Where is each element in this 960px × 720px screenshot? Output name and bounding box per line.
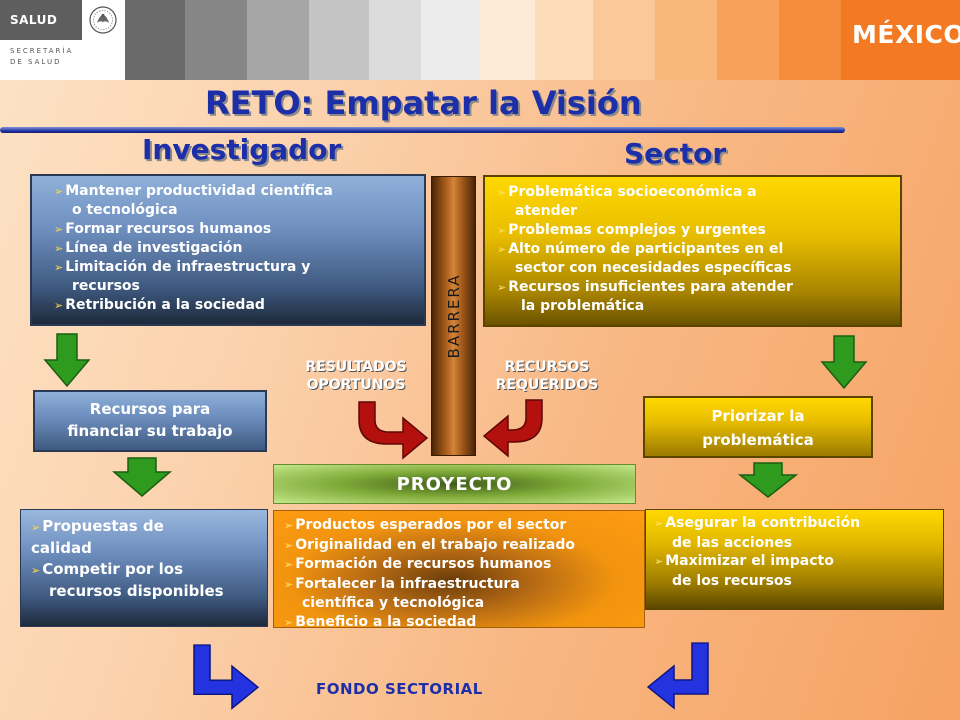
list-item-continuation: atender <box>515 203 578 219</box>
blue-bent-arrow-icon <box>193 644 260 710</box>
list-item: ➢Línea de investigación <box>54 240 243 256</box>
green-down-arrow-icon <box>737 462 799 498</box>
arrow-bullet-icon: ➢ <box>54 299 64 312</box>
list-item: ➢Alto número de participantes en el <box>497 241 784 257</box>
priorizar-box: Priorizar la problemática <box>643 396 873 458</box>
header-stripe <box>421 0 479 80</box>
proyecto-box: PROYECTO <box>273 464 636 504</box>
sector-heading: Sector <box>624 137 727 170</box>
title-underline <box>0 127 845 133</box>
arrow-bullet-icon: ➢ <box>284 558 294 571</box>
green-down-arrow-icon <box>43 333 91 388</box>
list-item-continuation: científica y tecnológica <box>302 595 485 611</box>
arrow-bullet-icon: ➢ <box>54 223 64 236</box>
arrow-bullet-icon: ➢ <box>497 186 507 199</box>
header-stripe <box>841 0 960 80</box>
list-item: ➢Recursos insuficientes para atender <box>497 279 793 295</box>
list-item-continuation: de las acciones <box>672 534 793 551</box>
investigador-needs-box: ➢Mantener productividad científica o tec… <box>30 174 426 326</box>
arrow-bullet-icon: ➢ <box>54 261 64 274</box>
header-stripe <box>717 0 779 80</box>
salud-logo: SALUD <box>0 0 125 40</box>
header-stripe <box>655 0 717 80</box>
list-item: ➢Retribución a la sociedad <box>54 297 265 313</box>
secretaria-label: SECRETARÍA DE SALUD <box>10 47 74 66</box>
list-item: ➢Propuestas de <box>31 517 164 535</box>
page-title: RETO: Empatar la Visión <box>205 84 642 122</box>
header-stripe <box>479 0 535 80</box>
header-stripe <box>185 0 247 80</box>
list-item: ➢Originalidad en el trabajo realizado <box>284 536 576 553</box>
arrow-bullet-icon: ➢ <box>54 242 64 255</box>
header-stripe <box>369 0 421 80</box>
header-stripe <box>247 0 309 80</box>
mexico-logo: MÉXICO <box>852 20 960 49</box>
salud-label: SALUD <box>0 0 82 40</box>
arrow-bullet-icon: ➢ <box>497 281 507 294</box>
green-down-arrow-icon <box>111 457 173 497</box>
list-item: ➢Maximizar el impacto <box>654 553 834 569</box>
list-item: ➢Asegurar la contribución <box>654 515 861 531</box>
fondo-sectorial-label: FONDO SECTORIAL <box>316 680 483 698</box>
list-item: ➢Problemática socioeconómica a <box>497 184 757 200</box>
arrow-bullet-icon: ➢ <box>284 519 294 532</box>
arrow-bullet-icon: ➢ <box>284 538 294 552</box>
arrow-bullet-icon: ➢ <box>654 517 664 530</box>
list-item: ➢Formar recursos humanos <box>54 221 272 237</box>
eagle-seal-icon <box>89 6 117 34</box>
arrow-bullet-icon: ➢ <box>54 185 64 198</box>
arrow-bullet-icon: ➢ <box>497 224 507 237</box>
investigador-outcomes-box: ➢Propuestas de calidad ➢Competir por los… <box>20 509 268 627</box>
list-item: ➢Formación de recursos humanos <box>284 556 552 572</box>
blue-bent-arrow-icon <box>646 642 709 710</box>
list-item-continuation: calidad <box>31 539 92 557</box>
header-stripe <box>779 0 841 80</box>
recursos-requeridos-label: RECURSOS REQUERIDOS <box>495 359 599 393</box>
list-item: ➢Competir por los <box>31 560 184 578</box>
sector-needs-box: ➢Problemática socioeconómica a atender ➢… <box>483 175 902 327</box>
investigador-heading: Investigador <box>142 133 342 166</box>
arrow-bullet-icon: ➢ <box>284 577 294 591</box>
barrera-bar: BARRERA <box>431 176 476 456</box>
list-item: ➢Problemas complejos y urgentes <box>497 222 766 238</box>
header-stripe <box>125 0 185 80</box>
recursos-financiar-box: Recursos para financiar su trabajo <box>33 390 267 452</box>
arrow-bullet-icon: ➢ <box>284 615 294 629</box>
list-item: ➢Productos esperados por el sector <box>284 517 567 533</box>
list-item-continuation: recursos disponibles <box>49 582 224 600</box>
list-item: ➢Limitación de infraestructura y <box>54 259 311 275</box>
list-item: ➢Beneficio a la sociedad <box>284 613 477 630</box>
sector-outcomes-box: ➢Asegurar la contribución de las accione… <box>645 509 944 610</box>
list-item: ➢Mantener productividad científica <box>54 183 333 199</box>
red-curved-arrow-icon <box>358 401 429 460</box>
list-item-continuation: sector con necesidades específicas <box>515 260 792 276</box>
arrow-bullet-icon: ➢ <box>497 243 507 256</box>
header-stripe <box>593 0 655 80</box>
list-item-continuation: recursos <box>72 278 140 294</box>
proyecto-outcomes-box: ➢Productos esperados por el sector ➢Orig… <box>273 510 645 630</box>
list-item-continuation: la problemática <box>521 298 645 314</box>
header-stripe <box>535 0 593 80</box>
green-down-arrow-icon <box>820 335 868 390</box>
list-item-continuation: o tecnológica <box>72 202 178 218</box>
header-stripe <box>309 0 369 80</box>
list-item: ➢Fortalecer la infraestructura <box>284 575 520 592</box>
arrow-bullet-icon: ➢ <box>31 564 41 577</box>
arrow-bullet-icon: ➢ <box>31 521 41 534</box>
red-curved-arrow-icon <box>482 399 543 458</box>
resultados-oportunos-label: RESULTADOS OPORTUNOS <box>305 359 407 393</box>
header-banner: SALUD SECRETARÍA DE SALUD MÉXICO <box>0 0 960 80</box>
list-item-continuation: de los recursos <box>672 572 792 589</box>
arrow-bullet-icon: ➢ <box>654 555 664 568</box>
barrera-label: BARRERA <box>444 273 463 359</box>
